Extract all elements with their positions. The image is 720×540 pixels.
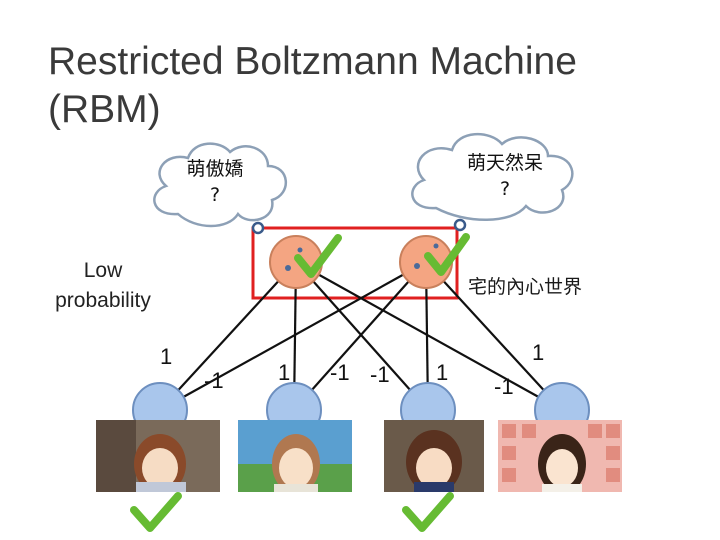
- otaku-inner-world-label: 宅的內心世界: [468, 276, 583, 298]
- cloud-tsundere-text: 萌傲嬌 ?: [160, 156, 270, 208]
- cloud-question-mark: ?: [499, 178, 511, 200]
- weight-label: 1: [278, 360, 291, 385]
- weight-edge-h2-v2: [311, 280, 410, 391]
- weight-label: -1: [330, 360, 350, 385]
- character-image-4: [498, 420, 622, 492]
- check-icon: [130, 492, 182, 532]
- weight-edge-h2-v4: [442, 280, 545, 391]
- check-icon: [424, 233, 470, 276]
- cloud-airhead-text: 萌天然呆 ?: [440, 150, 570, 202]
- page-title: Restricted Boltzmann Machine (RBM): [48, 40, 577, 131]
- cloud-label: 萌天然呆: [466, 152, 543, 174]
- cloud-label: 萌傲嬌: [186, 158, 244, 180]
- weight-edge-h1-v4: [318, 273, 539, 398]
- character-image-2: [238, 420, 352, 492]
- thought-cloud-tsundere: [153, 142, 288, 228]
- weight-label: -1: [204, 368, 224, 393]
- weight-label: 1: [436, 360, 449, 385]
- weight-label: -1: [370, 362, 390, 387]
- weight-label: -1: [494, 374, 514, 399]
- hidden-layer-highlight: [251, 226, 459, 300]
- character-image-1: [96, 420, 220, 492]
- weight-edge-h1-v1: [177, 280, 280, 391]
- thought-cloud-airhead: [411, 132, 574, 221]
- weight-edges: [177, 273, 545, 398]
- low-probability-label: Low probability: [55, 259, 151, 312]
- weight-edge-h2-v1: [183, 273, 404, 398]
- check-icon: [402, 492, 454, 532]
- check-icon: [294, 234, 342, 278]
- cloud-question-mark: ?: [209, 184, 221, 206]
- weight-label: 1: [532, 340, 545, 365]
- weight-label: 1: [160, 344, 173, 369]
- character-image-3: [384, 420, 484, 492]
- weight-edge-h2-v3: [425, 287, 429, 384]
- hidden-unit-1: [269, 235, 323, 289]
- thought-bubble-dot: [251, 221, 265, 235]
- thought-bubble-dot: [453, 218, 467, 232]
